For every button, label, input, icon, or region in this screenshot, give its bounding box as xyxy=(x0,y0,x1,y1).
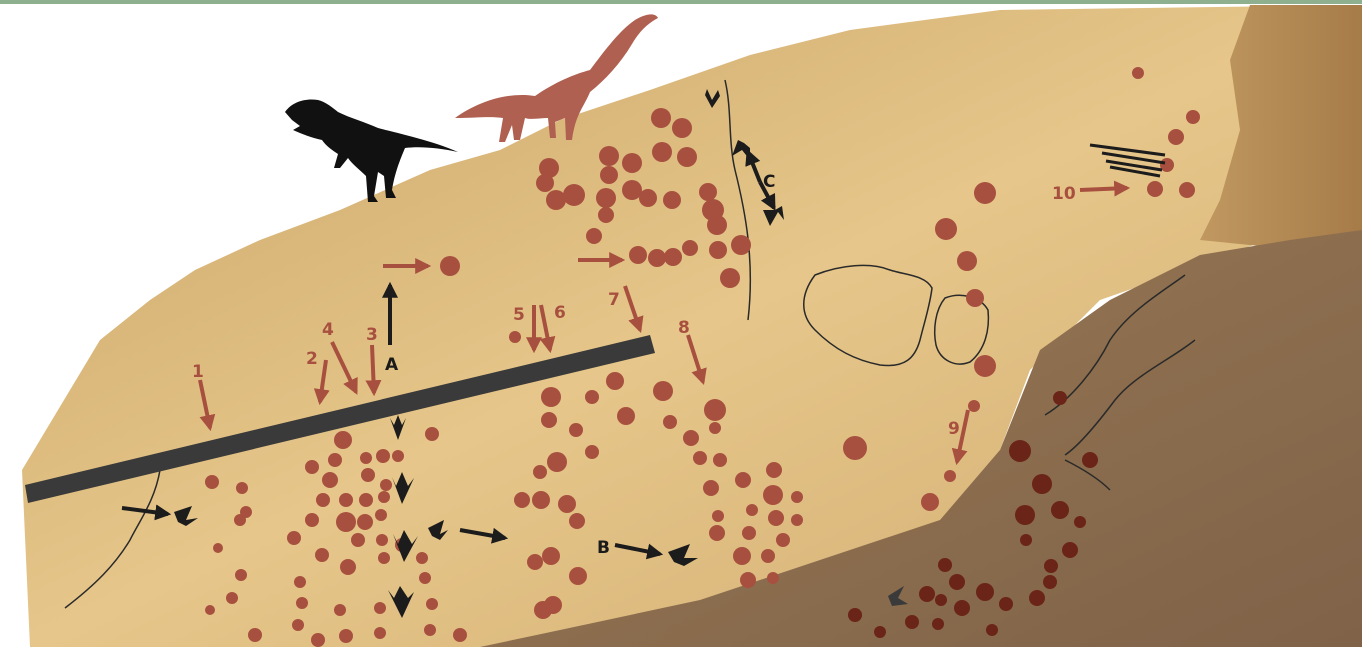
track-label-5: 5 xyxy=(513,305,525,325)
track-label-10: 10 xyxy=(1052,184,1076,204)
track-label-8: 8 xyxy=(678,318,690,338)
top-band xyxy=(0,0,1362,4)
letter-label-b: B xyxy=(597,538,610,558)
track-label-6: 6 xyxy=(554,303,566,323)
track-label-1: 1 xyxy=(192,362,204,382)
track-label-4: 4 xyxy=(322,320,334,340)
track-label-7: 7 xyxy=(608,290,620,310)
track-label-2: 2 xyxy=(306,349,318,369)
track-label-3: 3 xyxy=(366,325,378,345)
track-label-9: 9 xyxy=(948,419,960,439)
letter-label-a: A xyxy=(385,355,399,375)
letter-label-c: C xyxy=(763,172,775,192)
